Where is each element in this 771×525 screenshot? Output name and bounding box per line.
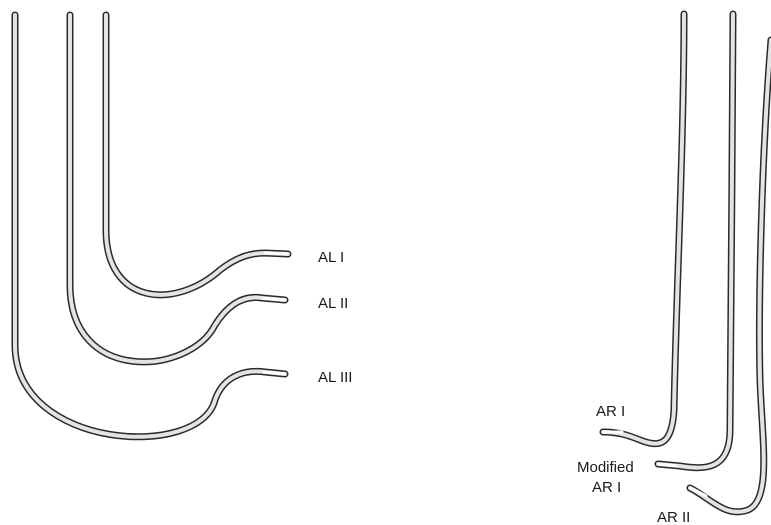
label-modified-ar-i-line2: AR I xyxy=(592,479,621,496)
catheter-modified-ar-i-outline xyxy=(654,10,737,472)
label-modified-ar-i-line1: Modified xyxy=(577,459,634,476)
catheter-al-iii-tube xyxy=(13,13,287,439)
catheter-ar-ii-tip xyxy=(689,486,708,498)
catheter-al-iii xyxy=(11,11,289,441)
catheter-al-ii-outline xyxy=(66,11,289,366)
catheter-ar-i-outline xyxy=(599,10,688,448)
catheter-ar-ii-tube xyxy=(688,38,771,514)
catheter-al-i-tip xyxy=(264,251,289,256)
catheter-al-iii-tip xyxy=(262,370,286,376)
label-ar-ii: AR II xyxy=(657,509,690,525)
label-ar-i: AR I xyxy=(596,403,625,420)
catheter-al-i xyxy=(102,11,292,299)
catheter-modified-ar-i-tube xyxy=(656,12,735,470)
label-al-ii: AL II xyxy=(318,295,348,312)
catheter-al-ii-tip xyxy=(262,296,286,302)
catheter-al-ii xyxy=(66,11,289,366)
catheter-al-i-tube xyxy=(104,13,290,297)
catheter-ar-i xyxy=(599,10,688,448)
catheter-al-ii-tube xyxy=(68,13,287,364)
catheter-ar-i-tube xyxy=(601,12,686,446)
label-al-i: AL I xyxy=(318,249,344,266)
catheter-modified-ar-i-tip xyxy=(657,462,678,468)
catheter-modified-ar-i xyxy=(654,10,737,472)
label-al-iii: AL III xyxy=(318,369,352,386)
catheter-ar-ii xyxy=(686,36,771,516)
